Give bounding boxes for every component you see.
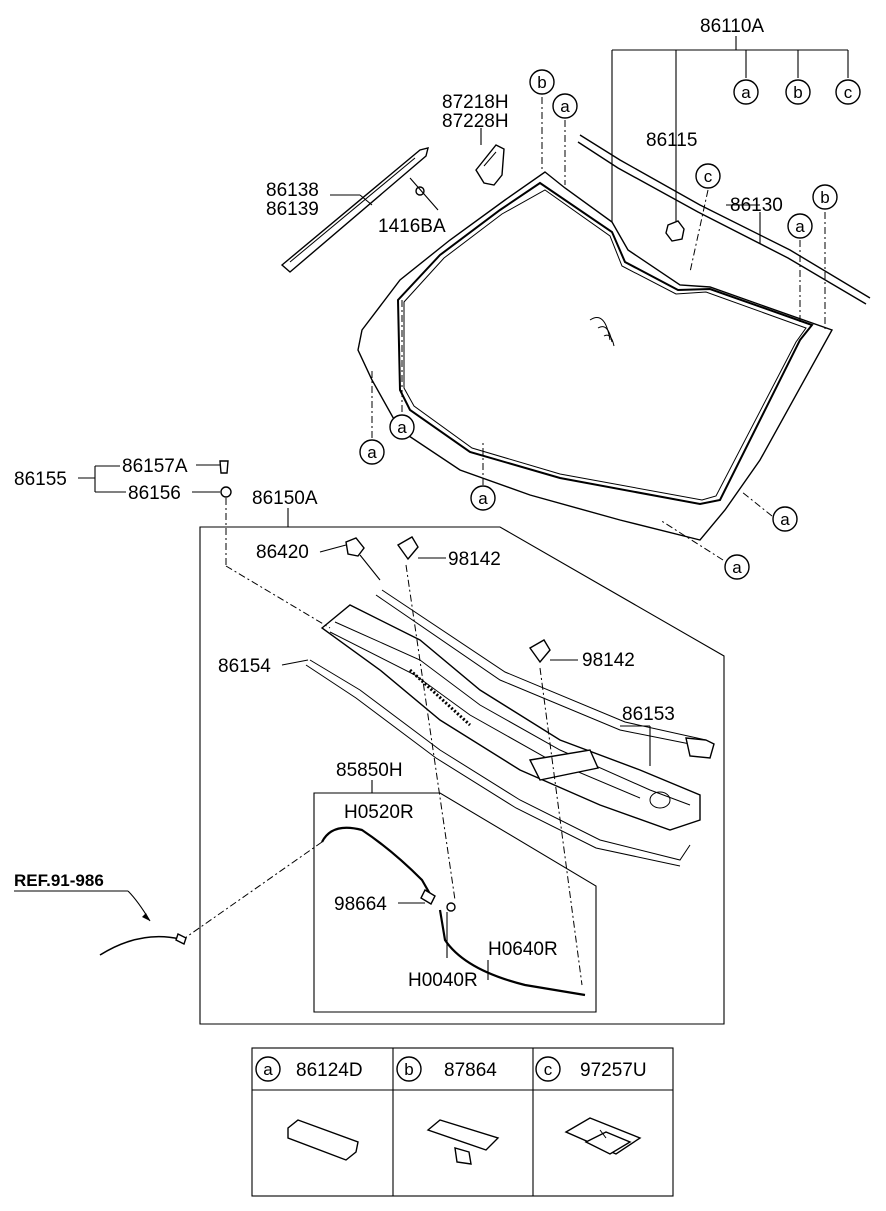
callout-a-top: a [552, 93, 578, 119]
label-86157A: 86157A [122, 456, 188, 477]
label-1416BA: 1416BA [378, 216, 446, 237]
bracket-86138 [280, 147, 439, 273]
callout-c-glass: c [695, 163, 721, 189]
bracket-87218H [475, 128, 505, 186]
label-86155: 86155 [14, 469, 67, 490]
svg-text:a: a [560, 97, 570, 116]
windshield-glass [357, 171, 834, 541]
label-98142-lower: 98142 [582, 650, 635, 671]
nozzle-98142 [396, 536, 583, 986]
svg-text:b: b [793, 83, 802, 102]
frame-85850H [313, 780, 597, 1013]
label-85850H: 85850H [336, 760, 403, 781]
circle-callouts: a b c b a c b a a a a a a [359, 69, 861, 580]
label-86110A: 86110A [700, 16, 764, 37]
callout-b-86110A: b [785, 79, 811, 105]
legend-c: c 97257U [535, 1056, 647, 1155]
bracket-86110A [611, 36, 849, 232]
label-86138: 86138 [266, 180, 319, 201]
svg-text:a: a [397, 418, 407, 437]
label-86153: 86153 [622, 704, 675, 725]
frame-86150A [199, 508, 725, 1025]
label-ref: REF.91-986 [14, 871, 104, 890]
callout-a-86110A: a [733, 79, 759, 105]
moulding-86130 [577, 134, 871, 305]
label-H0640R: H0640R [488, 939, 558, 960]
legend-a-part: 86124D [296, 1060, 363, 1081]
part-86420 [319, 537, 381, 581]
callout-b-right: b [812, 184, 838, 210]
label-86420: 86420 [256, 542, 309, 563]
legend-c-part: 97257U [580, 1060, 647, 1081]
legend-b: b 87864 [396, 1056, 500, 1165]
part-labels: 86110A 87218H 87228H 86115 86130 86138 8… [14, 16, 783, 991]
callout-a-left-upper: a [389, 414, 415, 440]
svg-text:b: b [537, 73, 546, 92]
callout-a-bottom: a [470, 485, 496, 511]
callout-leaders [371, 97, 826, 561]
label-86115: 86115 [646, 130, 697, 151]
label-87228H: 87228H [442, 111, 509, 132]
label-86154: 86154 [218, 656, 271, 677]
svg-text:a: a [780, 510, 790, 529]
legend-table: a 86124D b 87864 c 97257U [251, 1047, 674, 1197]
grommet-86156 [78, 460, 331, 629]
svg-text:c: c [704, 167, 713, 186]
washer-hoses [99, 826, 586, 997]
leaders-86154-86153 [281, 659, 651, 766]
label-98664: 98664 [334, 894, 387, 915]
label-86150A: 86150A [252, 488, 318, 509]
callout-a-left-lower: a [359, 439, 385, 465]
label-86139: 86139 [266, 199, 319, 220]
svg-text:b: b [404, 1060, 413, 1079]
ref-arrow [14, 890, 151, 922]
label-86156: 86156 [128, 483, 181, 504]
svg-text:a: a [795, 217, 805, 236]
label-87218H: 87218H [442, 92, 509, 113]
callout-a-corner: a [724, 554, 750, 580]
svg-text:c: c [844, 83, 853, 102]
svg-text:a: a [732, 558, 742, 577]
callout-a-right: a [787, 213, 813, 239]
svg-text:a: a [263, 1060, 273, 1079]
label-98142-upper: 98142 [448, 549, 501, 570]
svg-text:a: a [478, 489, 488, 508]
clip-86115 [665, 220, 685, 242]
legend-a: a 86124D [255, 1056, 363, 1161]
callout-a-lower-right: a [772, 506, 798, 532]
svg-text:a: a [741, 83, 751, 102]
legend-b-part: 87864 [444, 1060, 497, 1081]
callout-c-86110A: c [835, 79, 861, 105]
cowl-panel [305, 589, 715, 867]
label-H0520R: H0520R [344, 802, 414, 823]
svg-text:a: a [367, 443, 377, 462]
callout-b-top: b [529, 69, 555, 95]
svg-text:b: b [820, 188, 829, 207]
svg-text:c: c [544, 1060, 553, 1079]
label-86130: 86130 [730, 195, 783, 216]
label-H0040R: H0040R [408, 970, 478, 991]
